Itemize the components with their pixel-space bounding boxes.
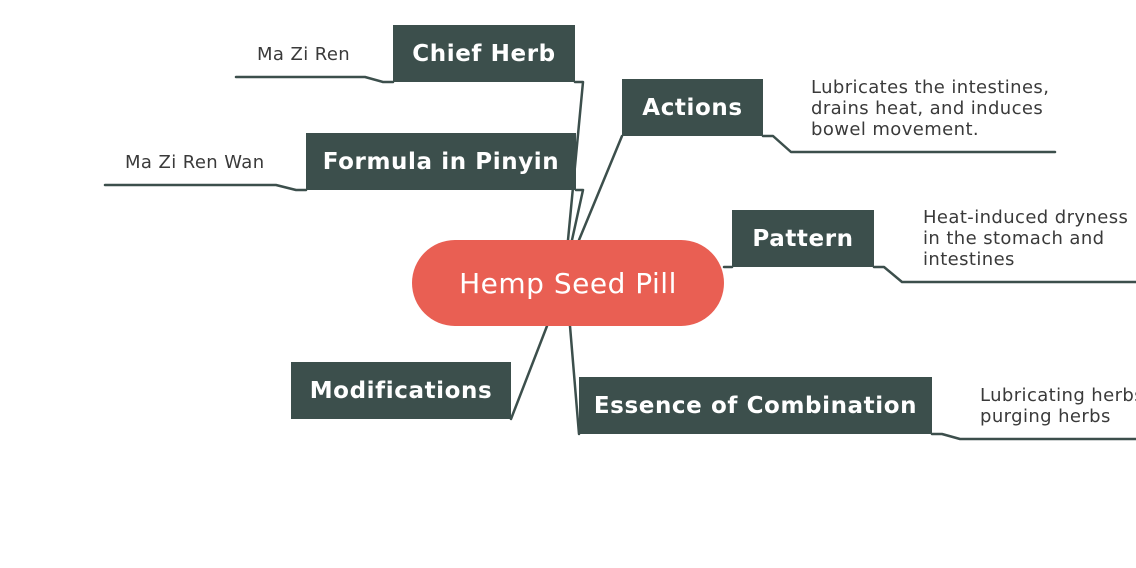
branch-modifications[interactable]: Modifications bbox=[291, 362, 511, 419]
leaf-actions: Lubricates the intestines, drains heat, … bbox=[811, 77, 1049, 140]
leaf-chief-herb: Ma Zi Ren bbox=[257, 44, 350, 65]
leaf-actions-line-2: drains heat, and induces bbox=[811, 98, 1044, 119]
leaf-formula-pinyin: Ma Zi Ren Wan bbox=[125, 152, 265, 173]
underline-actions bbox=[761, 134, 1057, 154]
branch-essence-label: Essence of Combination bbox=[593, 392, 918, 419]
leaf-essence: Lubricating herbs purging herbs bbox=[980, 385, 1136, 427]
leaf-formula-pinyin-line-1: Ma Zi Ren Wan bbox=[125, 152, 265, 173]
underline-chief-herb bbox=[234, 75, 395, 84]
branch-actions-label: Actions bbox=[642, 94, 743, 121]
underline-pattern bbox=[872, 265, 1136, 284]
connector-essence bbox=[568, 324, 581, 436]
branch-essence[interactable]: Essence of Combination bbox=[579, 377, 932, 434]
connector-actions bbox=[577, 134, 624, 242]
leaf-actions-line-3: bowel movement. bbox=[811, 119, 980, 140]
center-label: Hemp Seed Pill bbox=[459, 266, 677, 300]
leaf-essence-line-2: purging herbs bbox=[980, 406, 1111, 427]
underline-essence bbox=[930, 432, 1136, 441]
leaf-pattern-line-2: in the stomach and bbox=[923, 228, 1105, 249]
leaf-chief-herb-line-1: Ma Zi Ren bbox=[257, 44, 351, 65]
branch-pattern-label: Pattern bbox=[752, 225, 854, 252]
leaf-pattern-line-1: Heat-induced dryness bbox=[923, 207, 1129, 228]
center-node[interactable]: Hemp Seed Pill bbox=[412, 240, 724, 326]
connector-formula-pinyin bbox=[570, 188, 585, 242]
connector-modifications bbox=[509, 324, 549, 421]
underline-formula-pinyin bbox=[103, 183, 308, 192]
branch-formula-pinyin[interactable]: Formula in Pinyin bbox=[306, 133, 576, 190]
leaf-pattern: Heat-induced dryness in the stomach and … bbox=[923, 207, 1128, 270]
branch-chief-herb[interactable]: Chief Herb bbox=[393, 25, 575, 82]
leaf-pattern-line-3: intestines bbox=[923, 249, 1015, 270]
branch-chief-herb-label: Chief Herb bbox=[412, 40, 556, 67]
branch-pattern[interactable]: Pattern bbox=[732, 210, 874, 267]
leaf-essence-line-1: Lubricating herbs bbox=[980, 385, 1136, 406]
branch-actions[interactable]: Actions bbox=[622, 79, 763, 136]
branch-modifications-label: Modifications bbox=[309, 377, 493, 404]
branch-formula-pinyin-label: Formula in Pinyin bbox=[322, 148, 560, 175]
leaf-actions-line-1: Lubricates the intestines, bbox=[811, 77, 1050, 98]
